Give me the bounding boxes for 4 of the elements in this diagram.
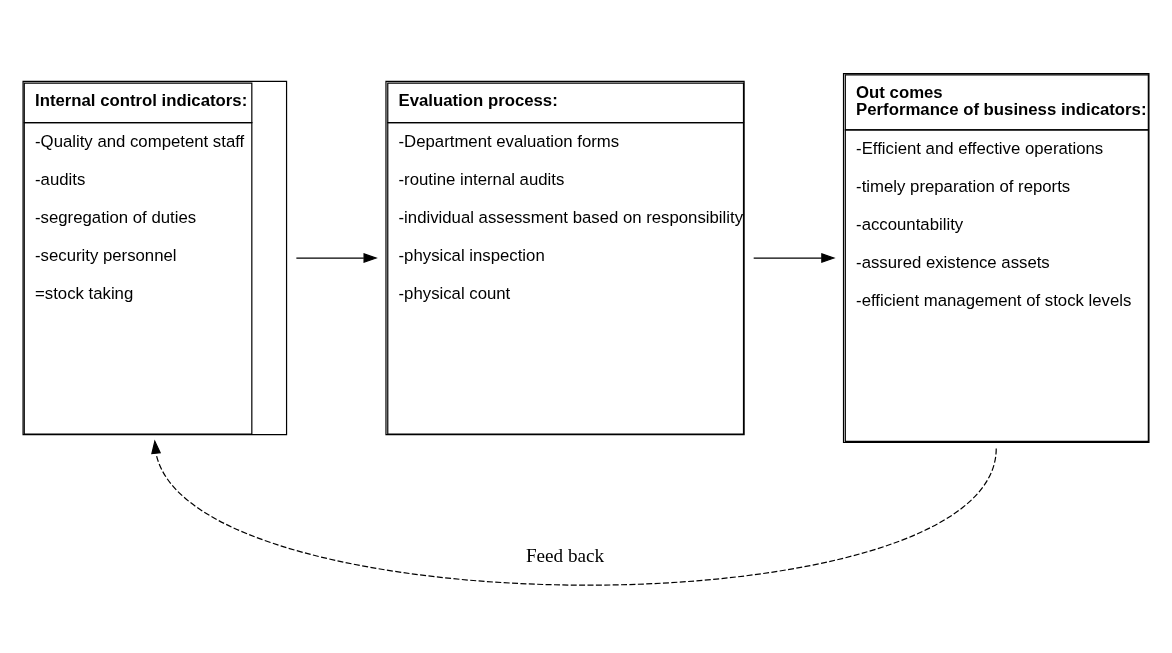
edge-label: Feed back xyxy=(525,544,605,566)
arrow xyxy=(295,252,378,263)
arrow xyxy=(753,252,836,263)
arrow xyxy=(151,439,997,586)
